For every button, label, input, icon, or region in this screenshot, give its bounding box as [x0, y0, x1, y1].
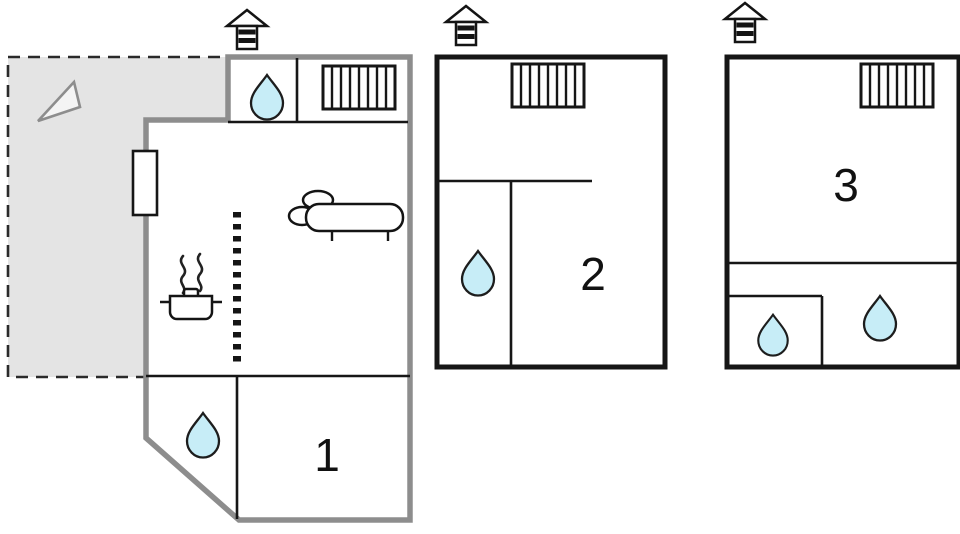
unit-3-plan: 3 [723, 1, 960, 370]
unit-2-outline [434, 54, 668, 370]
room-label-3: 3 [833, 159, 859, 211]
unit-3-inner-walls [728, 261, 958, 366]
radiator-icon [510, 62, 586, 109]
unit-1-inner-walls [146, 58, 410, 519]
chimney-icon [723, 1, 767, 44]
unit-3-outline [724, 54, 960, 370]
chimney-icon [444, 4, 488, 47]
unit-1-plan: 1 [6, 8, 413, 523]
steam-icon [196, 252, 204, 293]
window-icon [131, 149, 159, 217]
radiator-icon [859, 62, 935, 109]
chimney-icon [225, 8, 269, 51]
radiator-icon [321, 64, 397, 111]
unit-2-inner-walls [438, 179, 592, 366]
stove-icon [160, 252, 222, 321]
north-arrow-icon [37, 79, 82, 123]
unit-1-outline [143, 54, 413, 523]
room-label-2: 2 [580, 248, 606, 300]
room-label-1: 1 [314, 429, 340, 481]
steam-icon [179, 254, 187, 295]
unit-2-plan: 2 [434, 4, 668, 370]
sofa-icon [287, 189, 405, 241]
